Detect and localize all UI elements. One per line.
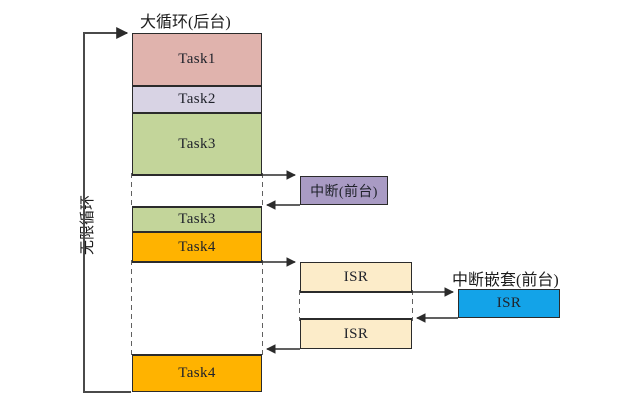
block-task1[interactable]: Task1 xyxy=(132,33,262,86)
block-isr-upper[interactable]: ISR xyxy=(300,262,412,292)
infinite-loop-label: 无限循环 xyxy=(80,194,96,255)
block-gap-lower xyxy=(132,262,262,355)
block-task2[interactable]: Task2 xyxy=(132,86,262,113)
block-task4-second[interactable]: Task4 xyxy=(132,355,262,392)
block-isr-nested[interactable]: ISR xyxy=(458,289,560,318)
block-gap-upper xyxy=(132,175,262,207)
block-isr-lower[interactable]: ISR xyxy=(300,319,412,349)
block-task4-first[interactable]: Task4 xyxy=(132,232,262,262)
block-interrupt[interactable]: 中断(前台) xyxy=(300,176,388,205)
block-isr-gap xyxy=(300,292,412,319)
main-loop-title: 大循环(后台) xyxy=(140,14,231,31)
block-task3-second[interactable]: Task3 xyxy=(132,207,262,232)
nested-interrupt-title: 中断嵌套(前台) xyxy=(452,272,559,289)
block-task3-first[interactable]: Task3 xyxy=(132,113,262,175)
